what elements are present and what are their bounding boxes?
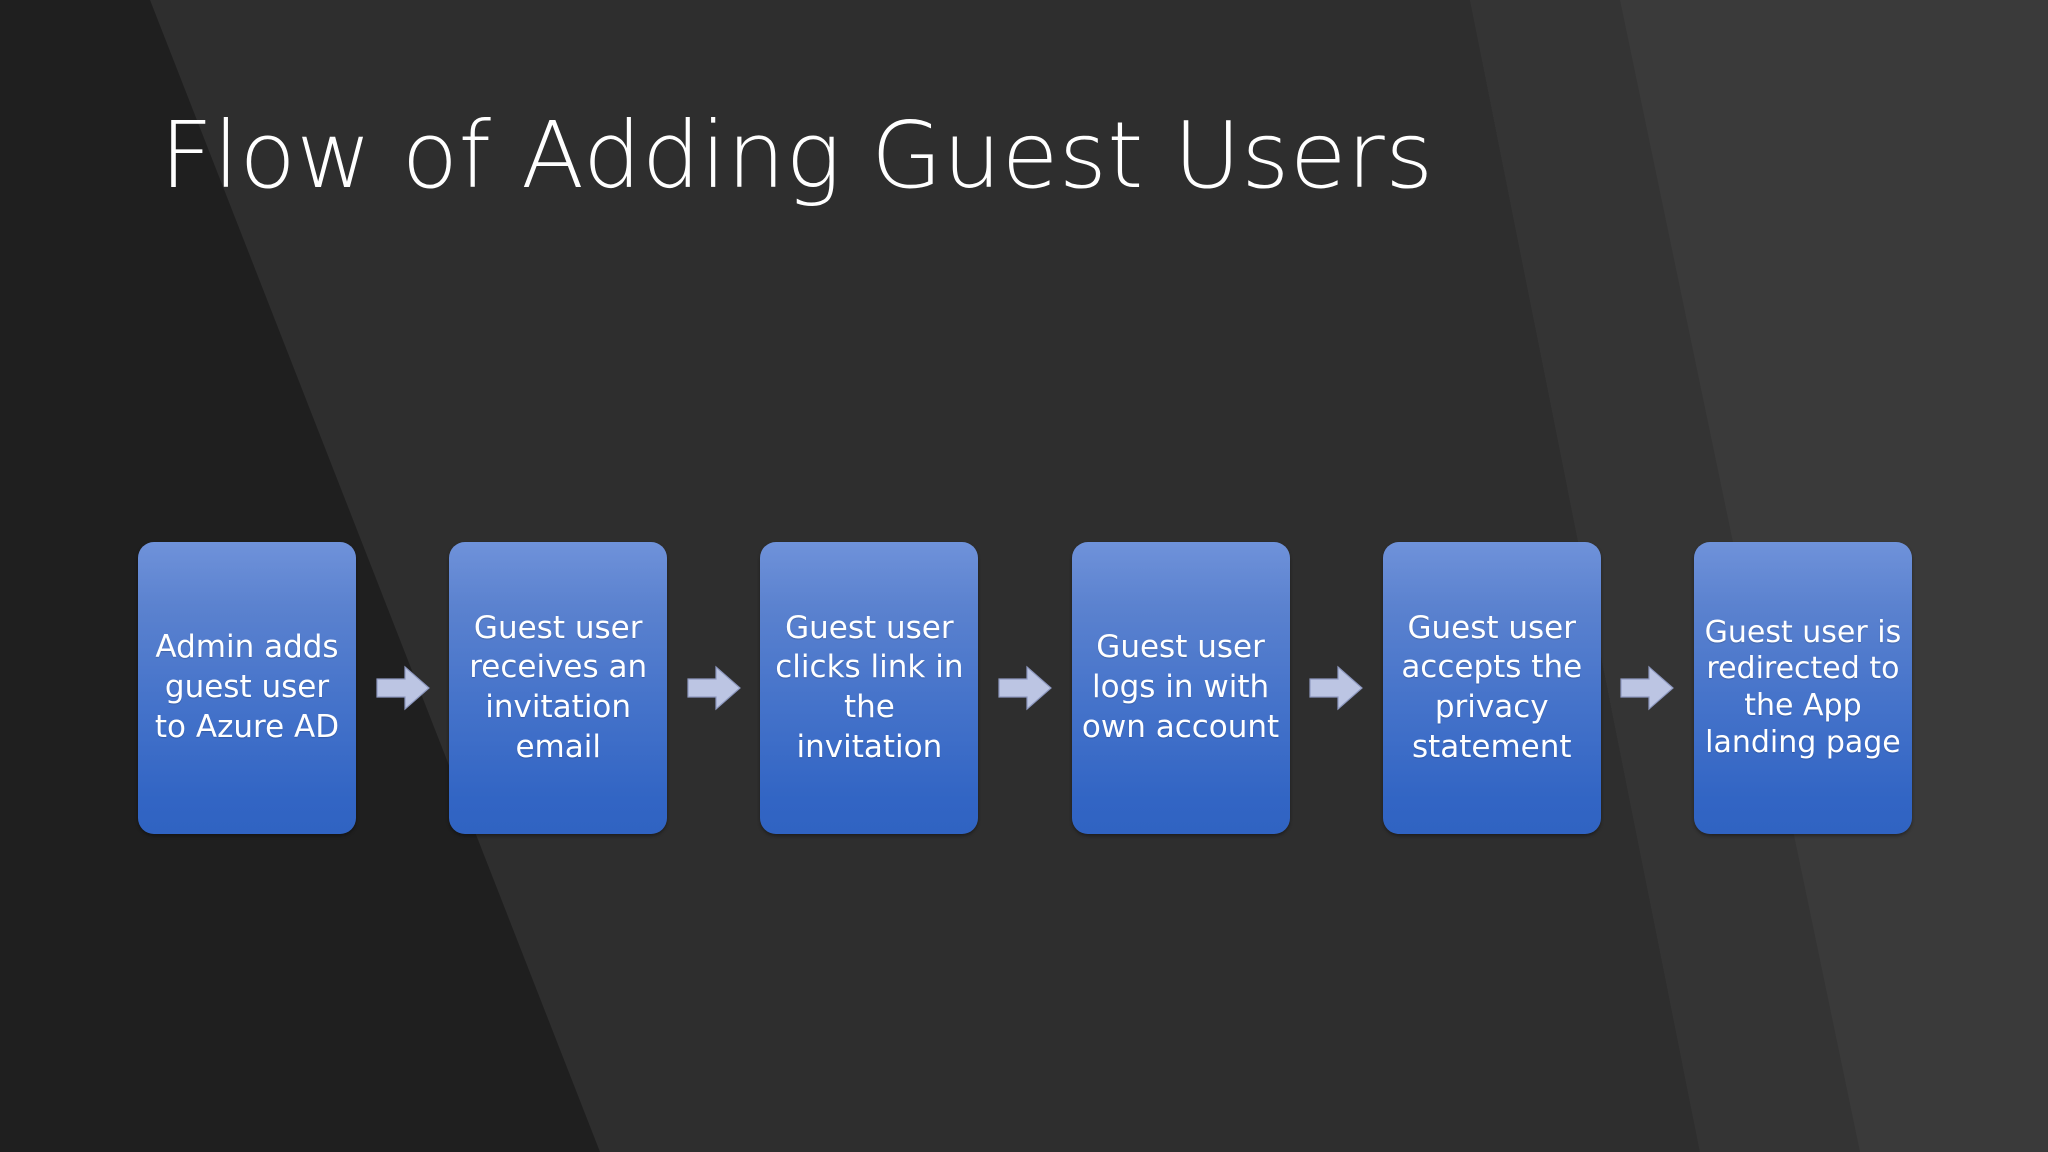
flow-node-step-3[interactable]: Guest user clicks link in the invitation [760, 542, 979, 834]
right-arrow-icon [375, 665, 430, 711]
flow-arrow-3 [998, 665, 1052, 711]
flow-arrow-2 [687, 665, 741, 711]
flow-node-step-2[interactable]: Guest user receives an invitation email [449, 542, 668, 834]
flow-node-step-1[interactable]: Admin adds guest user to Azure AD [138, 542, 356, 834]
slide-title: Flow of Adding Guest Users [160, 102, 1434, 209]
flow-node-step-5[interactable]: Guest user accepts the privacy statement [1382, 542, 1601, 834]
flow-node-step-4[interactable]: Guest user logs in with own account [1071, 542, 1290, 834]
flow-node-label: Admin adds guest user to Azure AD [154, 629, 340, 745]
right-arrow-icon [998, 665, 1052, 711]
background-accent-wedge [1470, 0, 1860, 1152]
flow-node-label: Guest user receives an invitation email [469, 609, 648, 765]
right-arrow-icon [1309, 665, 1364, 711]
flow-arrow-4 [1309, 665, 1364, 711]
flow-node-label: Guest user is redirected to the App land… [1704, 614, 1902, 760]
flow-arrow-1 [375, 665, 430, 711]
right-arrow-icon [687, 665, 741, 711]
right-arrow-icon [1620, 665, 1675, 711]
flow-node-step-6[interactable]: Guest user is redirected to the App land… [1693, 542, 1912, 834]
flow-arrow-5 [1620, 665, 1675, 711]
flow-node-label: Guest user logs in with own account [1081, 629, 1280, 745]
process-flow: Admin adds guest user to Azure AD Guest … [138, 541, 1912, 835]
flow-node-label: Guest user accepts the privacy statement [1401, 609, 1583, 765]
flow-node-label: Guest user clicks link in the invitation [775, 609, 964, 765]
